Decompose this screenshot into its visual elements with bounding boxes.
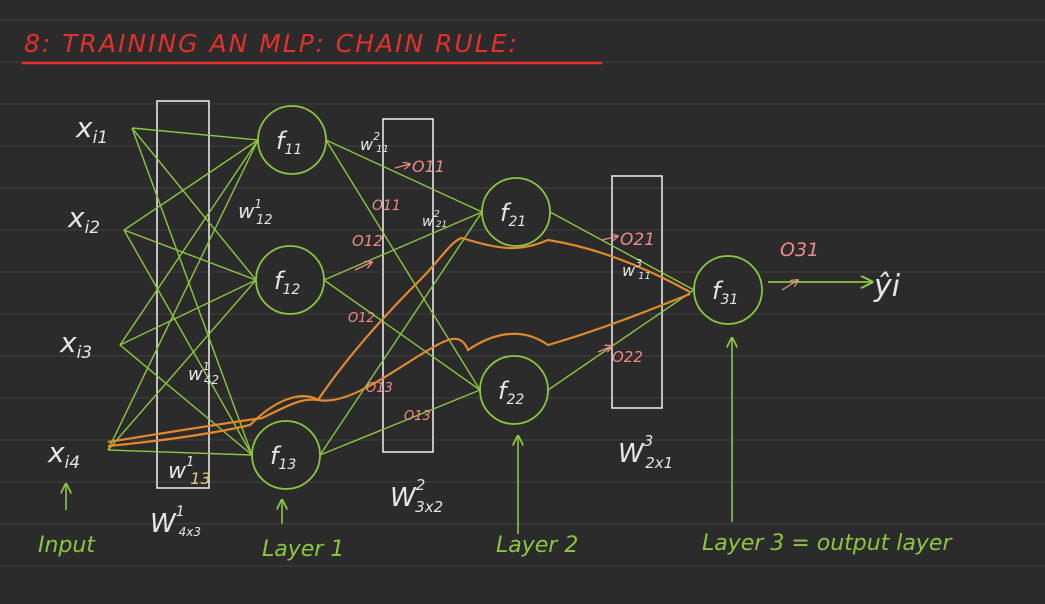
page-title: 8: TRAINING AN MLP: CHAIN RULE: [24,29,519,58]
label-layer3: Layer 3 = output layer [702,531,953,556]
edge-f12-f22 [323,279,481,391]
edge-x2-f11 [123,139,259,231]
edge-f12-f21 [323,211,483,281]
weight-matrix-box-3 [611,175,663,409]
node-f12: f12 [255,245,325,315]
arrow-o22 [597,346,612,353]
edge-x1-f12 [131,127,257,281]
output-o22: O22 [612,348,643,366]
edge-x1-f13 [131,127,253,456]
output-o12-b: O12 [348,311,375,326]
prediction-yhat: ŷi [873,269,901,304]
output-o13-a: O13 [366,381,393,396]
label-layer2: Layer 2 [496,533,578,558]
node-f13: f13 [251,420,321,490]
input-x-i4: xi4 [47,436,80,473]
weight-matrix-box-1 [156,100,210,489]
layer-labels: Input Layer 1 Layer 2 Layer 3 = output l… [38,531,953,562]
edge-f13-f22 [319,389,481,456]
edge-f21-f31 [549,211,695,291]
input-labels: xi1 xi2 xi3 xi4 [47,111,108,473]
edge-x2-f12 [123,229,257,281]
node-f31-circle [693,255,763,325]
input-x-i2: xi2 [67,201,100,238]
edge-f22-f31 [547,289,695,391]
node-f13-circle [251,420,321,490]
node-f11: f11 [257,105,327,175]
edge-x4-f11 [107,139,259,451]
edge-f13-f21 [319,211,483,456]
edge-x2-f13 [123,229,253,456]
output-o13-b: O13 [404,409,431,424]
node-f21: f21 [481,177,551,247]
arrow-o21 [601,236,618,240]
edge-f11-f22 [325,139,481,391]
input-x-i1: xi1 [75,111,108,148]
input-x-i3: xi3 [59,326,92,363]
node-f11-circle [257,105,327,175]
output-o12-a: O12 [352,232,383,250]
label-input: Input [38,533,96,558]
output-o21: O21 [620,230,655,250]
edge-f11-f21 [325,139,483,213]
pointer-arrows [66,338,732,534]
arrow-o11 [394,164,410,168]
node-f12-circle [255,245,325,315]
network-connections [107,127,695,456]
output-o31: O31 [780,239,819,261]
edge-x3-f13 [119,344,253,456]
node-f31: f31 [693,255,763,325]
backprop-path-upper [107,236,691,444]
edge-x3-f12 [119,279,257,346]
node-f13-label: f13 [270,442,296,473]
network-nodes: f11 f12 f13 f21 f22 f31 [251,105,763,490]
node-f21-circle [481,177,551,247]
output-o11: O11 [372,198,401,214]
backprop-path-lower [107,292,691,448]
arrow-o12 [354,262,372,271]
edge-x1-f11 [131,127,259,141]
label-layer1: Layer 1 [262,537,344,562]
edge-x4-f12 [107,279,257,451]
node-f31-label: f31 [712,277,738,308]
node-f22-circle [479,355,549,425]
edge-x4-f13 [107,449,253,456]
edge-x3-f11 [119,139,259,346]
output-annotations: O11 O11 O12 O12 O13 O13 O21 O22 O31 [348,157,819,424]
node-f22: f22 [479,355,549,425]
output-o11-top: O11 [412,157,445,176]
